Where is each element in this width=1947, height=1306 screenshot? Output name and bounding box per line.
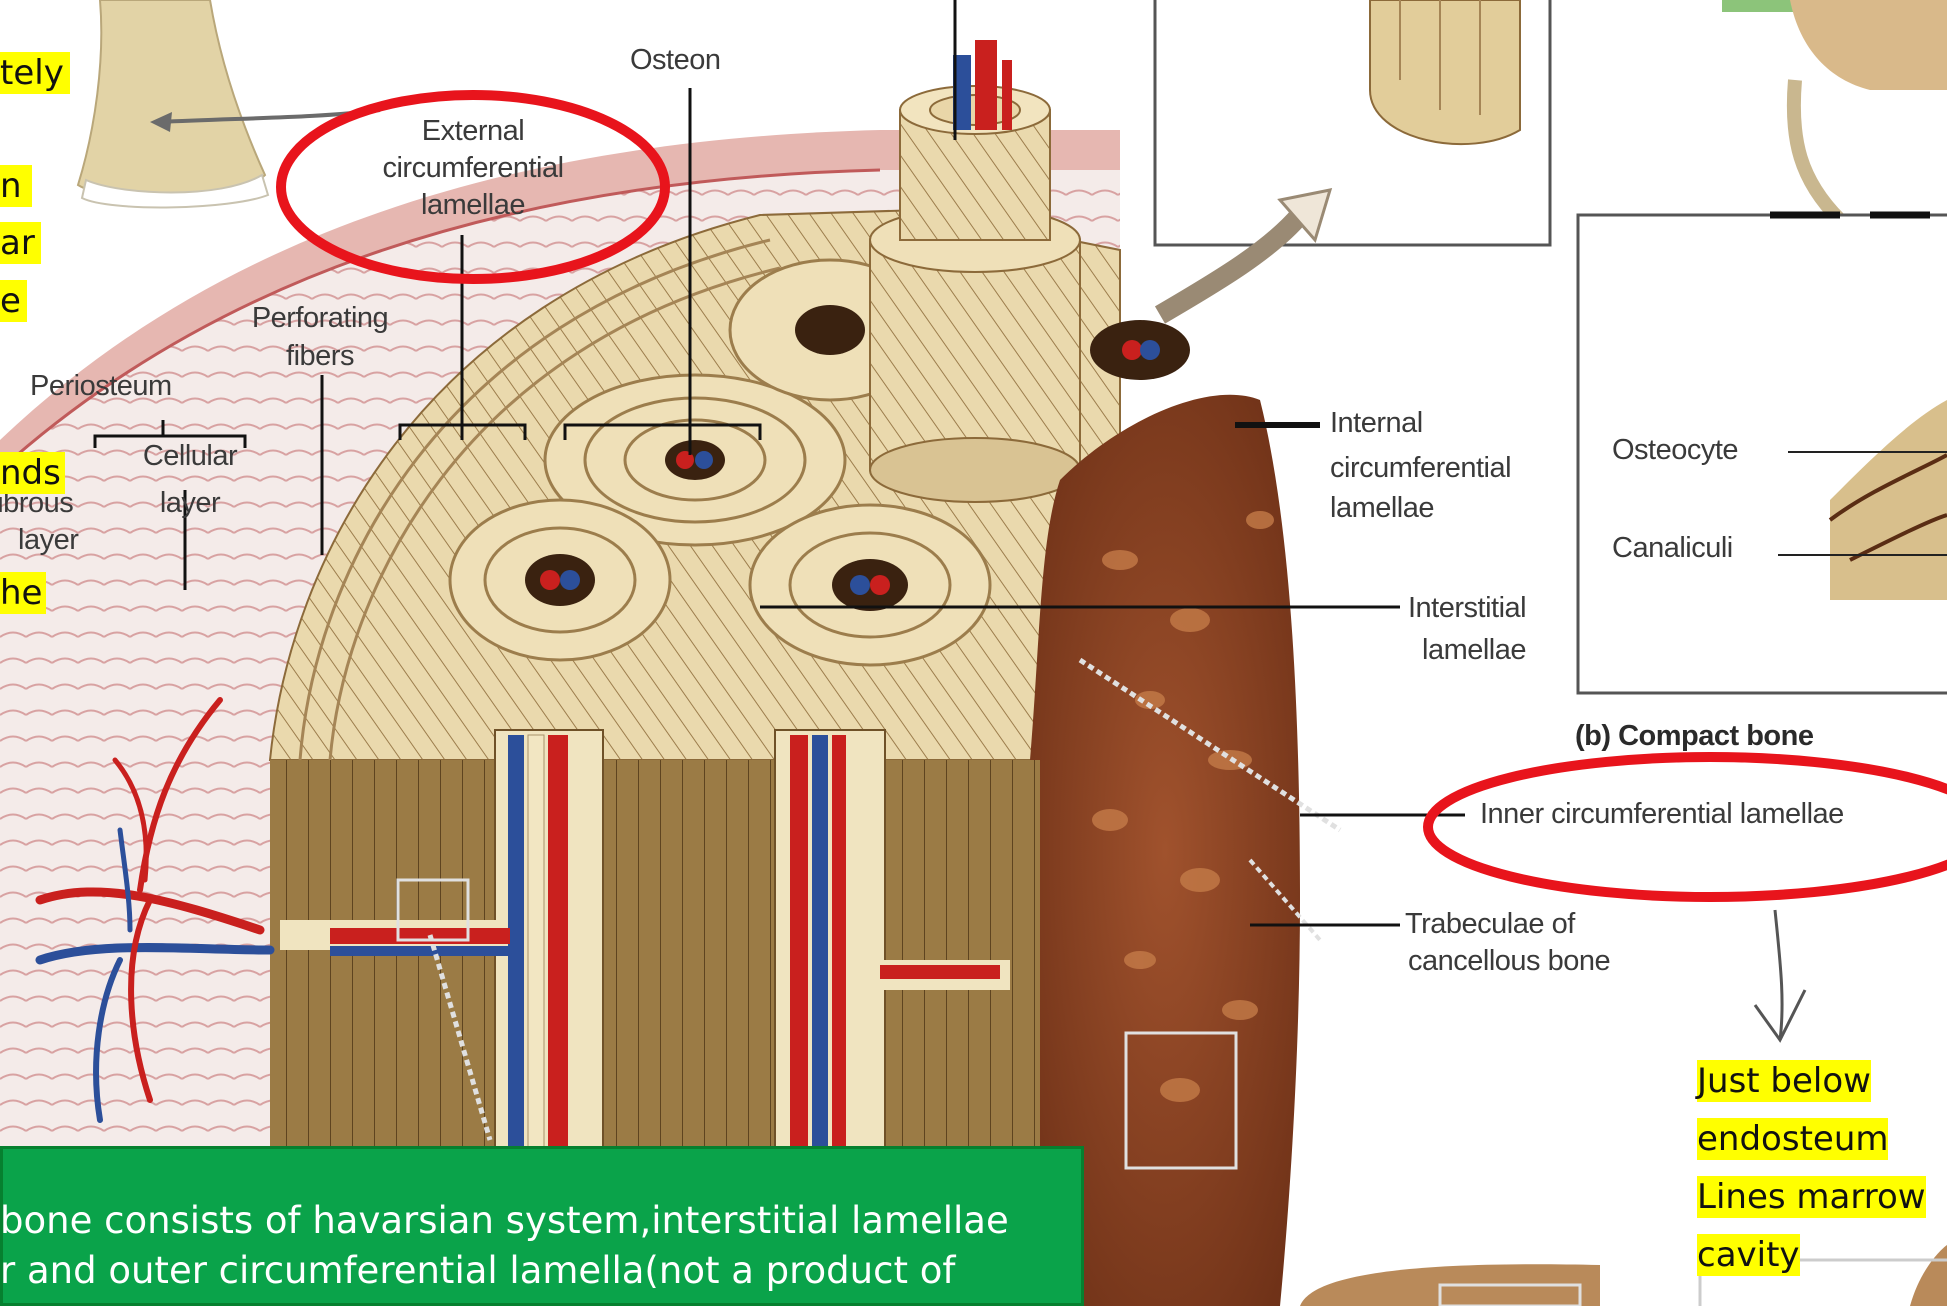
note-fragment-3: ar [0,222,41,264]
curved-arrow-right [1794,80,1840,220]
note-fragment-5: nds [0,452,65,494]
label-periosteum: Periosteum [30,368,172,405]
label-external-circumferential-1: External [398,113,548,150]
long-bone-sketch [78,0,265,199]
label-interstitial-2: lamellae [1422,632,1526,669]
hand-drawn-arrow [1775,910,1782,1040]
summary-line-2: r and outer circumferential lamella(not … [0,1246,1009,1296]
artery-tube [975,40,997,130]
osteon-cylinder [870,86,1080,502]
label-osteon: Osteon [630,42,721,79]
label-osteocyte: Osteocyte [1612,432,1738,469]
label-external-circumferential-3: lamellae [398,187,548,224]
note-just-below-3: Lines marrow [1697,1176,1926,1218]
label-perforating-1: Perforating [225,300,415,337]
label-perforating-2: fibers [225,338,415,375]
label-trabeculae-2: cancellous bone [1408,943,1610,980]
summary-note-text: bone consists of havarsian system,inters… [0,1196,1009,1296]
label-internal-circ-3: lamellae [1330,490,1434,527]
label-cellular-2: layer [115,485,265,522]
label-cellular-1: Cellular [115,438,265,475]
label-inner-circumferential: Inner circumferential lamellae [1480,796,1844,833]
label-canaliculi: Canaliculi [1612,530,1733,567]
note-fragment-4: e [0,280,27,322]
note-fragment-2: n [0,165,32,207]
note-fragment-1: tely [0,52,70,94]
label-interstitial-1: Interstitial [1408,590,1526,627]
note-just-below-1: Just below [1697,1060,1871,1102]
label-compact-bone: (b) Compact bone [1575,718,1814,755]
label-internal-circ-2: circumferential [1330,450,1511,487]
summary-line-1: bone consists of havarsian system,inters… [0,1196,1009,1246]
note-fragment-6: he [0,572,46,614]
label-external-circumferential-2: circumferential [345,150,601,187]
label-trabeculae-1: Trabeculae of [1405,906,1575,943]
note-just-below-2: endosteum [1697,1118,1888,1160]
note-just-below-4: cavity [1697,1234,1800,1276]
label-fibrous-2: layer [18,522,78,559]
label-internal-circ-1: Internal [1330,405,1423,442]
